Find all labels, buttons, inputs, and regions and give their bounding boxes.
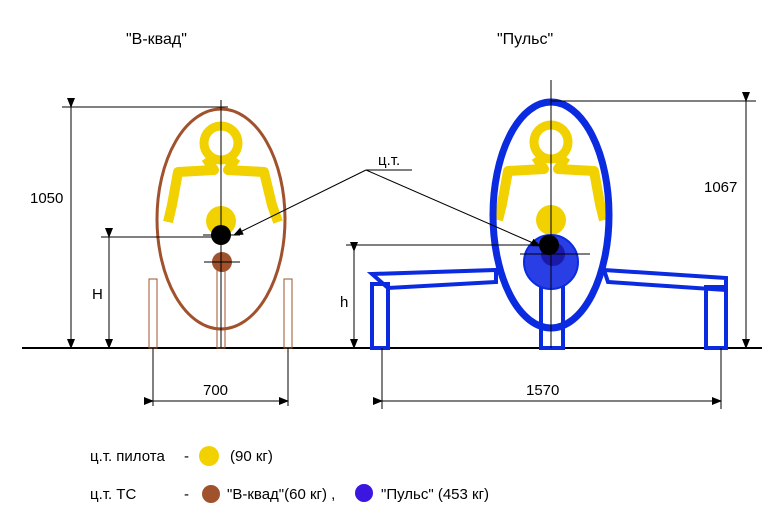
v-quad-cg-height-label: H [92, 286, 103, 303]
legend-vehicle-label: ц.т. ТС [90, 486, 136, 503]
v-quad-width-label: 700 [203, 382, 228, 399]
legend-vehicle-dash: - [184, 486, 189, 503]
legend-pilot-label: ц.т. пилота [90, 448, 165, 465]
v-quad-height-label: 1050 [30, 190, 63, 207]
legend-pilot-dash: - [184, 448, 189, 465]
legend-v-quad-mass: "В-квад"(60 кг) , [227, 486, 335, 503]
legend: ц.т. пилота - (90 кг) ц.т. ТС - "В-квад"… [90, 446, 489, 503]
v-quad-leg-right [283, 278, 293, 349]
cg-callout [233, 169, 541, 247]
v-quad-figure [148, 100, 293, 349]
legend-pilot-marker [199, 446, 219, 466]
puls-height-label: 1067 [704, 179, 737, 196]
cg-label: ц.т. [378, 152, 400, 169]
puls-width-label: 1570 [526, 382, 559, 399]
puls-figure [366, 80, 728, 350]
legend-puls-mass: "Пульс" (453 кг) [381, 486, 489, 503]
puls-central-post [539, 284, 565, 350]
v-quad-title: "В-квад" [126, 31, 187, 48]
legend-v-quad-marker [202, 485, 220, 503]
legend-puls-marker [355, 484, 373, 502]
puls-title: "Пульс" [497, 31, 553, 48]
v-quad-leg-left [148, 278, 158, 349]
v-quad-dimensions [62, 98, 289, 406]
puls-cg-height-label: h [340, 294, 348, 311]
legend-pilot-mass: (90 кг) [230, 448, 273, 465]
puls-dimensions [346, 92, 756, 409]
puls-frame [366, 267, 728, 350]
